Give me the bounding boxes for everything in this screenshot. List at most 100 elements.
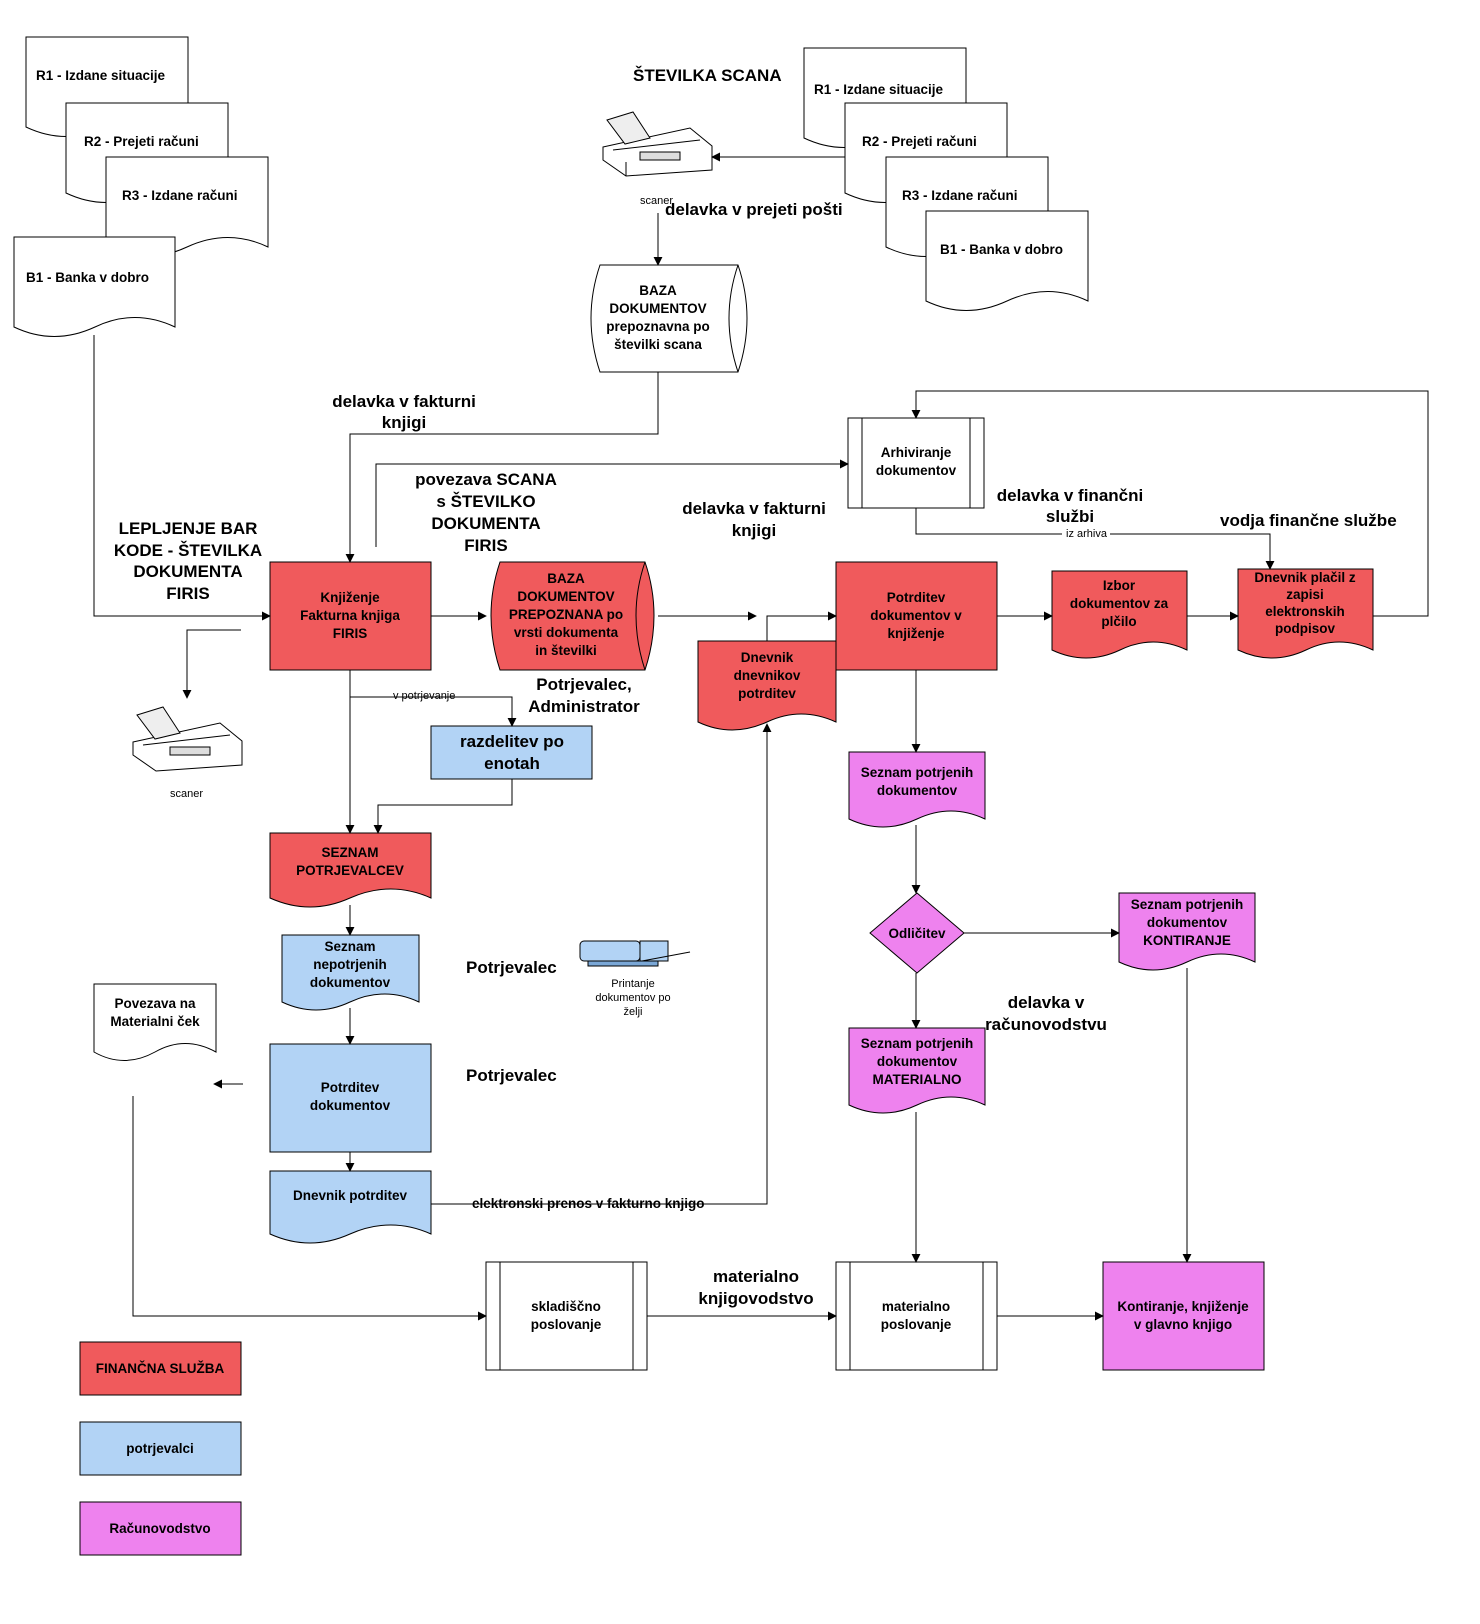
dnevnik-dnevnikov-line-1: Dnevnik [741, 650, 794, 665]
delavka-financni-line-1: delavka v finančni [997, 486, 1143, 505]
baza-mid-line-2: DOKUMENTOV [517, 589, 614, 604]
seznam-kontiranje-line-2: dokumentov [1147, 915, 1228, 930]
scanner-bottom-icon [132, 706, 243, 772]
printer-icon [579, 940, 691, 967]
baza-dokumentov-mid: BAZA DOKUMENTOV PREPOZNANA po vrsti doku… [490, 561, 655, 671]
lepljenje-line-3: DOKUMENTA [133, 562, 242, 581]
legend-potrjevalci-label: potrjevalci [126, 1441, 194, 1456]
doc-b1-left-label: B1 - Banka v dobro [26, 270, 149, 285]
razdelitev-line-1: razdelitev po [460, 732, 564, 751]
potrditev-knjizenje-line-2: dokumentov v [870, 608, 962, 623]
iz-arhiva-bg [1062, 526, 1110, 540]
legend-racunovodstvo-label: Računovodstvo [109, 1521, 210, 1536]
arrow-b1-to-knjizenje [93, 335, 271, 621]
seznam-nepotrjenih-line-3: dokumentov [310, 975, 391, 990]
skladiscno-line-2: poslovanje [531, 1317, 602, 1332]
seznam-materialno-line-3: MATERIALNO [873, 1072, 962, 1087]
arrow-dnevnik-placil-to-arhiviranje [911, 390, 1429, 617]
potrjevalec-1-label: Potrjevalec [466, 958, 557, 977]
razdelitev-node: razdelitev po enotah [430, 725, 593, 780]
lepljenje-line-4: FIRIS [166, 584, 209, 603]
seznam-nepotrjenih-node: Seznam nepotrjenih dokumentov [281, 934, 420, 1011]
lepljenje-line-2: KODE - ŠTEVILKA [114, 541, 262, 560]
potrditev-dokumentov-line-1: Potrditev [321, 1080, 380, 1095]
knjizenje-line-3: FIRIS [333, 626, 368, 641]
baza-top-line-2: DOKUMENTOV [609, 301, 706, 316]
seznam-potrjevalcev-line-2: POTRJEVALCEV [296, 863, 404, 878]
materialno-poslovanje-node: materialno poslovanje [835, 1261, 998, 1371]
potrditev-dokumentov-node: Potrditev dokumentov [269, 1043, 432, 1153]
potrditev-knjizenje-line-1: Potrditev [887, 590, 946, 605]
delavka-financni-line-2: službi [1046, 507, 1094, 526]
potrjevalec-admin-line-2: Administrator [528, 697, 640, 716]
stevilka-scana-label: ŠTEVILKA SCANA [633, 66, 782, 85]
seznam-potrjenih-line-1: Seznam potrjenih [861, 765, 974, 780]
arrow-knjizenje-to-arhiviranje [375, 459, 849, 547]
razdelitev-line-2: enotah [484, 754, 540, 773]
doc-r1-left-label: R1 - Izdane situacije [36, 68, 166, 83]
seznam-materialno-node: Seznam potrjenih dokumentov MATERIALNO [848, 1027, 986, 1114]
seznam-materialno-line-2: dokumentov [877, 1054, 958, 1069]
izbor-line-2: dokumentov za [1070, 596, 1169, 611]
materialno-knjigovodstvo-line-2: knjigovodstvo [698, 1289, 813, 1308]
potrditev-knjizenje-line-3: knjiženje [887, 626, 945, 641]
izbor-node: Izbor dokumentov za plčilo [1051, 570, 1188, 659]
izbor-line-1: Izbor [1103, 578, 1136, 593]
potrjevalec-admin-line-1: Potrjevalec, [536, 675, 631, 694]
legend: FINANČNA SLUŽBA potrjevalci Računovodstv… [79, 1341, 242, 1556]
kontiranje-line-1: Kontiranje, knjiženje [1117, 1299, 1249, 1314]
vodja-label: vodja finančne službe [1220, 511, 1397, 530]
doc-r2-right-label: R2 - Prejeti računi [862, 134, 977, 149]
arrow-v-potrjevanje [350, 696, 517, 727]
dnevnik-potrditev-node: Dnevnik potrditev [269, 1170, 432, 1244]
baza-top-line-4: številki scana [614, 337, 702, 352]
lepljenje-line-1: LEPLJENJE BAR [119, 519, 258, 538]
baza-mid-line-4: vrsti dokumenta [514, 625, 619, 640]
odlicitev-node: Odličitev [869, 892, 965, 974]
dnevnik-potrditev-line-1: Dnevnik potrditev [293, 1188, 408, 1203]
doc-stack-left: R1 - Izdane situacije R2 - Prejeti račun… [13, 36, 269, 337]
baza-mid-line-1: BAZA [547, 571, 585, 586]
dnevnik-placil-line-3: elektronskih [1265, 604, 1345, 619]
povezava-material-line-1: Povezava na [114, 996, 196, 1011]
dnevnik-dnevnikov-node: Dnevnik dnevnikov potrditev [697, 640, 837, 731]
knjizenje-line-2: Fakturna knjiga [300, 608, 400, 623]
seznam-potrjenih-line-2: dokumentov [877, 783, 958, 798]
seznam-nepotrjenih-line-2: nepotrjenih [313, 957, 387, 972]
arhiviranje-node: Arhiviranje dokumentov [847, 417, 985, 509]
doc-r3-right-label: R3 - Izdane računi [902, 188, 1018, 203]
knjizenje-line-1: Knjiženje [320, 590, 380, 605]
povezava-scana-line-1: povezava SCANA [415, 470, 557, 489]
baza-top-line-1: BAZA [639, 283, 677, 298]
dnevnik-placil-line-1: Dnevnik plačil z [1254, 570, 1356, 585]
dnevnik-placil-line-2: zapisi [1286, 587, 1324, 602]
seznam-kontiranje-line-1: Seznam potrjenih [1131, 897, 1244, 912]
seznam-potrjevalcev-node: SEZNAM POTRJEVALCEV [269, 832, 432, 908]
doc-b1-right-label: B1 - Banka v dobro [940, 242, 1063, 257]
baza-dokumentov-top: BAZA DOKUMENTOV prepoznavna po številki … [590, 264, 748, 373]
delavka-racunovodstvu-line-2: računovodstvu [985, 1015, 1107, 1034]
printanje-line-3: želji [624, 1006, 643, 1018]
dnevnik-dnevnikov-line-3: potrditev [738, 686, 796, 701]
seznam-potrjenih-node: Seznam potrjenih dokumentov [848, 751, 986, 828]
delavka-fakturni-1-line-1: delavka v fakturni [332, 392, 476, 411]
povezava-scana-line-3: DOKUMENTA [431, 514, 540, 533]
dnevnik-dnevnikov-line-2: dnevnikov [734, 668, 801, 683]
v-potrjevanje-label: v potrjevanje [393, 690, 455, 702]
delavka-racunovodstvu-line-1: delavka v [1008, 993, 1085, 1012]
potrditev-dokumentov-line-2: dokumentov [310, 1098, 391, 1113]
odlicitev-label: Odličitev [888, 926, 946, 941]
arrow-povezava-to-skladiscno [132, 1096, 487, 1321]
arrow-elektronski-prenos [431, 723, 772, 1205]
dnevnik-placil-line-4: podpisov [1275, 621, 1335, 636]
baza-top-line-3: prepoznavna po [606, 319, 710, 334]
materialno-poslovanje-line-2: poslovanje [881, 1317, 952, 1332]
povezava-scana-line-2: s ŠTEVILKO [436, 492, 535, 511]
delavka-fakturni-2-line-1: delavka v fakturni [682, 499, 826, 518]
delavka-fakturni-2-line-2: knjigi [732, 521, 776, 540]
delavka-fakturni-1-line-2: knjigi [382, 413, 426, 432]
baza-mid-line-3: PREPOZNANA po [509, 607, 623, 622]
doc-b1-left [13, 236, 176, 337]
